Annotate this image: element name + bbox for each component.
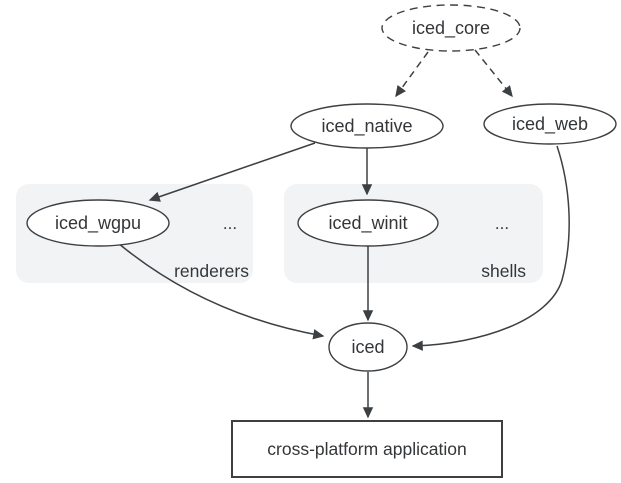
node-iced_web-shape bbox=[483, 103, 617, 145]
node-iced_native: iced_native bbox=[290, 103, 444, 149]
node-iced_wgpu-label: iced_wgpu bbox=[55, 213, 141, 234]
node-iced_native-shape bbox=[290, 103, 444, 149]
node-iced: iced bbox=[328, 322, 408, 372]
node-iced_web-label: iced_web bbox=[512, 114, 588, 135]
node-iced_core: iced_core bbox=[381, 4, 521, 52]
node-iced_winit-label: iced_winit bbox=[328, 213, 407, 234]
node-iced_winit: iced_winit bbox=[297, 199, 439, 247]
node-cross-platform-application: cross-platform application bbox=[231, 420, 503, 478]
node-iced_web: iced_web bbox=[483, 103, 617, 145]
edge-iced_web-to-iced bbox=[411, 145, 570, 351]
node-iced_core-label: iced_core bbox=[412, 18, 490, 39]
node-iced_wgpu: iced_wgpu bbox=[26, 199, 170, 247]
edge-iced_core-to-iced_web bbox=[474, 49, 513, 98]
node-cross-platform-application-label: cross-platform application bbox=[267, 439, 466, 459]
node-iced-label: iced bbox=[351, 337, 384, 357]
node-iced-shape bbox=[328, 322, 408, 372]
group-shells-ellipsis: ... bbox=[495, 214, 509, 233]
group-renderers-label: renderers bbox=[174, 261, 249, 281]
edge-iced_native-to-iced_wgpu bbox=[148, 142, 316, 202]
group-renderers-ellipsis: ... bbox=[223, 214, 237, 233]
node-iced_winit-shape bbox=[297, 199, 439, 247]
node-iced_core-shape bbox=[381, 4, 521, 52]
group-shells-label: shells bbox=[481, 261, 526, 281]
node-cross-platform-application-shape bbox=[231, 420, 503, 478]
node-iced_wgpu-shape bbox=[26, 199, 170, 247]
edge-iced_core-to-iced_native bbox=[395, 51, 429, 98]
node-iced_native-label: iced_native bbox=[321, 116, 412, 137]
edge-iced_wgpu-to-iced bbox=[117, 242, 325, 340]
